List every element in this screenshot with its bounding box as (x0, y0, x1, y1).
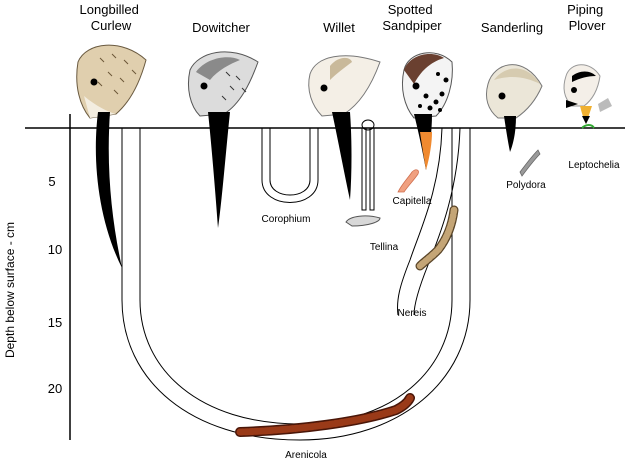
tellina-siphon (362, 120, 374, 210)
polydora-worm (520, 150, 540, 176)
depth-tick-label-15: 15 (48, 315, 62, 330)
prey-label-leptochelia: Leptochelia (568, 160, 620, 171)
bird-label-piping-plover: Piping Plover (567, 2, 607, 33)
bird-label-willet: Willet (323, 20, 355, 35)
capitella-worm (398, 170, 419, 192)
depth-tick-label-20: 20 (48, 381, 62, 396)
bird-label-spotted-sandpiper: Spotted Sandpiper (382, 2, 442, 33)
arenicola-worm (240, 398, 410, 432)
willet-head (309, 56, 380, 116)
tellina-clam (346, 216, 380, 226)
prey-label-corophium: Corophium (262, 214, 311, 225)
prey-label-capitella: Capitella (393, 196, 432, 207)
prey-label-arenicola: Arenicola (285, 450, 327, 461)
prey-label-nereis: Nereis (398, 308, 427, 319)
dowitcher-head (188, 52, 258, 116)
spotted-sandpiper-head (402, 53, 452, 118)
sanderling-bill (504, 116, 516, 152)
sanderling-head (486, 65, 542, 118)
bird-label-sanderling: Sanderling (481, 20, 543, 35)
dowitcher-bill (208, 112, 230, 228)
depth-tick-label-5: 5 (48, 174, 55, 189)
bird-label-dowitcher: Dowitcher (192, 20, 250, 35)
prey-label-tellina: Tellina (370, 242, 399, 253)
piping-plover-head (564, 65, 612, 112)
depth-tick-label-10: 10 (48, 242, 62, 257)
piping-plover-bill-tip (582, 116, 590, 124)
bird-label-longbilled-curlew: Longbilled Curlew (80, 2, 143, 33)
longbilled-curlew-head (77, 45, 146, 118)
corophium-burrow (262, 128, 318, 203)
prey-label-polydora: Polydora (506, 180, 546, 191)
longbilled-curlew-bill (96, 112, 122, 268)
willet-bill (332, 112, 352, 200)
spotted-sandpiper-bill-tip (420, 132, 432, 170)
depth-axis-title: Depth below surface - cm (3, 222, 17, 358)
